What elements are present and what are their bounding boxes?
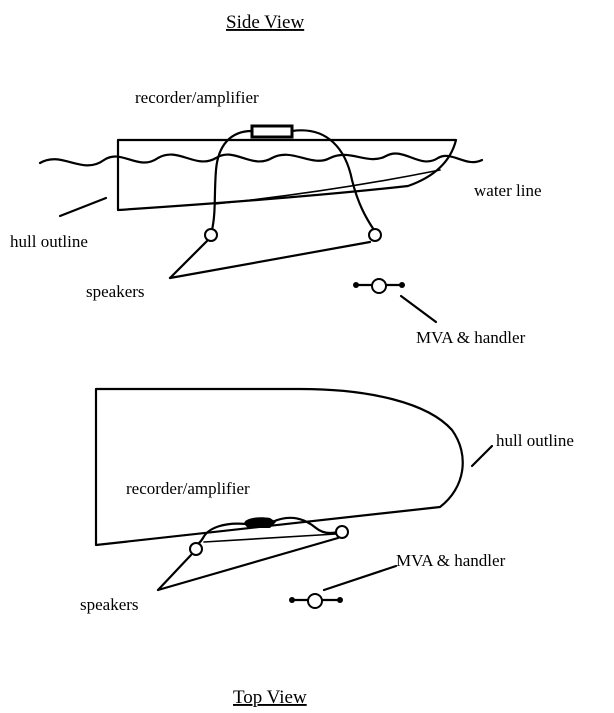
side-hull-pointer [58, 196, 108, 218]
side-mva-handler-icon [353, 278, 405, 294]
top-cable-lower [203, 533, 337, 543]
side-mva-pointer [399, 294, 438, 324]
top-mva-handler-icon [289, 593, 343, 609]
side-speakers-label: speakers [86, 282, 145, 301]
side-cable-right [290, 129, 376, 232]
side-hull-keel-line [214, 169, 441, 205]
side-recorder-label: recorder/amplifier [135, 88, 259, 107]
side-speakers-pointer-right [168, 240, 372, 280]
top-hull-pointer [470, 444, 494, 468]
side-speaker-right [368, 228, 382, 242]
side-speakers-pointer-left [168, 239, 209, 280]
top-mva-pointer [322, 564, 398, 592]
top-mva-label: MVA & handler [396, 551, 506, 570]
top-recorder-label: recorder/amplifier [126, 479, 250, 498]
side-cable-left [210, 129, 254, 232]
top-hull-outline-shape [94, 387, 464, 547]
top-speaker-left [189, 542, 203, 556]
top-cable-right [270, 516, 340, 535]
top-speakers-label: speakers [80, 595, 139, 614]
side-view-diagram: Side View recorder/amplifier water [10, 12, 542, 347]
side-mva-label: MVA & handler [416, 328, 526, 347]
top-recorder-amplifier-box [244, 517, 276, 528]
top-view-title: Top View [233, 687, 307, 708]
top-speakers-pointer-left [156, 553, 193, 592]
side-water-line-label: water line [474, 181, 542, 200]
side-water-line [38, 152, 484, 167]
side-view-title: Side View [226, 12, 304, 33]
side-speaker-left [204, 228, 218, 242]
top-speaker-right [335, 525, 349, 539]
side-hull-outline-label: hull outline [10, 232, 88, 251]
side-recorder-amplifier-box [250, 124, 294, 139]
side-hull-outline-shape [116, 138, 458, 212]
top-hull-outline-label: hull outline [496, 431, 574, 450]
top-view-diagram: hull outline recorder/amplifier MVA & ha… [80, 387, 574, 708]
top-speakers-pointer-right [156, 536, 340, 592]
